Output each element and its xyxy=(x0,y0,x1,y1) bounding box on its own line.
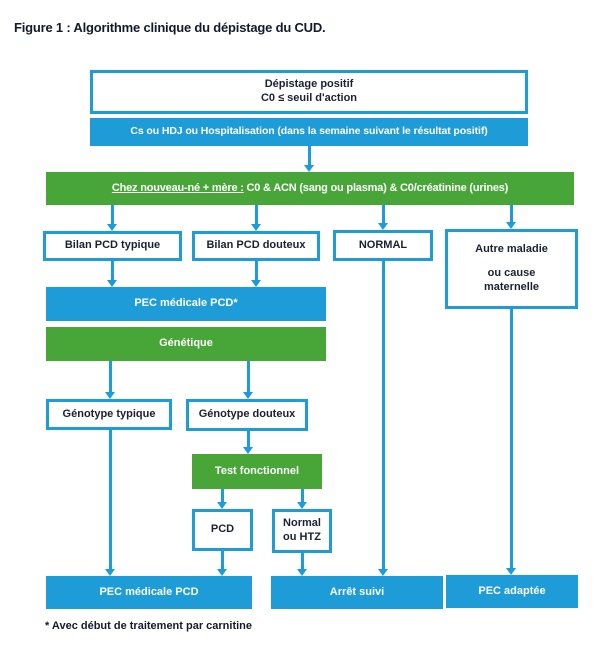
arret-suivi-label: Arrêt suivi xyxy=(329,585,385,598)
autre-line1: Autre maladie xyxy=(475,243,548,256)
node-pcd: PCD xyxy=(192,509,253,551)
arrow-assess-to-bilan-douteux xyxy=(251,205,261,231)
normal-htz-line1: Normal xyxy=(283,517,321,530)
arrow-assess-to-bilan-typique xyxy=(107,205,117,231)
assessment-rest-text: C0 & ACN (sang ou plasma) & C0/créatinin… xyxy=(243,181,509,194)
bilan-douteux-label: Bilan PCD douteux xyxy=(206,239,306,252)
bilan-typique-label: Bilan PCD typique xyxy=(64,239,161,252)
node-pec-medicale-star: PEC médicale PCD* xyxy=(46,287,326,321)
genetique-label: Génétique xyxy=(159,337,213,350)
screening-line2: C0 ≤ seuil d'action xyxy=(260,92,358,104)
arrow-test-to-normal-htz xyxy=(297,489,307,509)
arrow-genotype-douteux-to-test xyxy=(243,431,253,454)
screening-line1: Dépistage positif xyxy=(264,78,354,91)
arrow-pcd-to-pec-medicale xyxy=(217,551,227,576)
node-autre-maladie: Autre maladie ou cause maternelle xyxy=(445,229,578,309)
assessment-label: Chez nouveau-né + mère : C0 & ACN (sang … xyxy=(112,182,508,196)
arrow-genetique-to-genotype-douteux xyxy=(243,361,253,399)
arrow-consult-to-assess xyxy=(304,146,314,172)
node-pec-medicale-pcd: PEC médicale PCD xyxy=(46,576,252,609)
arrow-assess-to-normal xyxy=(378,205,388,230)
figure-title: Figure 1 : Algorithme clinique du dépist… xyxy=(14,20,326,35)
node-genetique: Génétique xyxy=(46,327,326,361)
node-consultation: Cs ou HDJ ou Hospitalisation (dans la se… xyxy=(90,118,528,146)
arrow-normal-htz-to-arret xyxy=(297,553,307,576)
arrow-genetique-to-genotype-typique xyxy=(105,361,115,399)
normal-label: NORMAL xyxy=(358,238,408,251)
test-fonctionnel-label: Test fonctionnel xyxy=(214,464,300,477)
arrow-test-to-pcd xyxy=(217,489,227,509)
pec-adaptee-label: PEC adaptée xyxy=(478,584,546,597)
arrow-autre-to-pec-adaptee xyxy=(506,309,516,575)
node-bilan-pcd-douteux: Bilan PCD douteux xyxy=(192,231,320,261)
autre-line3: maternelle xyxy=(483,280,540,293)
arrow-genotype-typique-to-pec-medicale xyxy=(105,430,115,576)
pec-medicale-star-label: PEC médicale PCD* xyxy=(134,297,238,310)
arrow-normal-to-arret xyxy=(378,261,388,576)
consultation-label: Cs ou HDJ ou Hospitalisation (dans la se… xyxy=(130,125,488,138)
arrow-assess-to-autre xyxy=(506,205,516,229)
node-arret-suivi: Arrêt suivi xyxy=(271,576,443,609)
genotype-typique-label: Génotype typique xyxy=(62,407,156,420)
normal-htz-line2: ou HTZ xyxy=(283,531,321,543)
autre-line2: ou cause xyxy=(487,267,536,280)
node-pec-adaptee: PEC adaptée xyxy=(446,575,578,608)
node-genotype-typique: Génotype typique xyxy=(46,399,172,430)
arrow-bilan-typique-to-pec xyxy=(107,261,117,287)
node-test-fonctionnel: Test fonctionnel xyxy=(192,454,322,489)
node-assessment: Chez nouveau-né + mère : C0 & ACN (sang … xyxy=(46,172,574,205)
pcd-label: PCD xyxy=(210,523,235,536)
pec-medicale-label: PEC médicale PCD xyxy=(99,585,199,598)
assessment-underlined-text: Chez nouveau-né + mère : xyxy=(111,181,244,194)
figure-footnote: * Avec début de traitement par carnitine xyxy=(45,620,253,632)
node-genotype-douteux: Génotype douteux xyxy=(186,399,308,431)
arrow-bilan-douteux-to-pec xyxy=(251,261,261,287)
genotype-douteux-label: Génotype douteux xyxy=(198,408,296,421)
node-normal-htz: Normal ou HTZ xyxy=(272,509,332,553)
node-normal: NORMAL xyxy=(333,230,433,261)
node-bilan-pcd-typique: Bilan PCD typique xyxy=(43,231,182,261)
node-screening-positive: Dépistage positif C0 ≤ seuil d'action xyxy=(90,70,528,114)
